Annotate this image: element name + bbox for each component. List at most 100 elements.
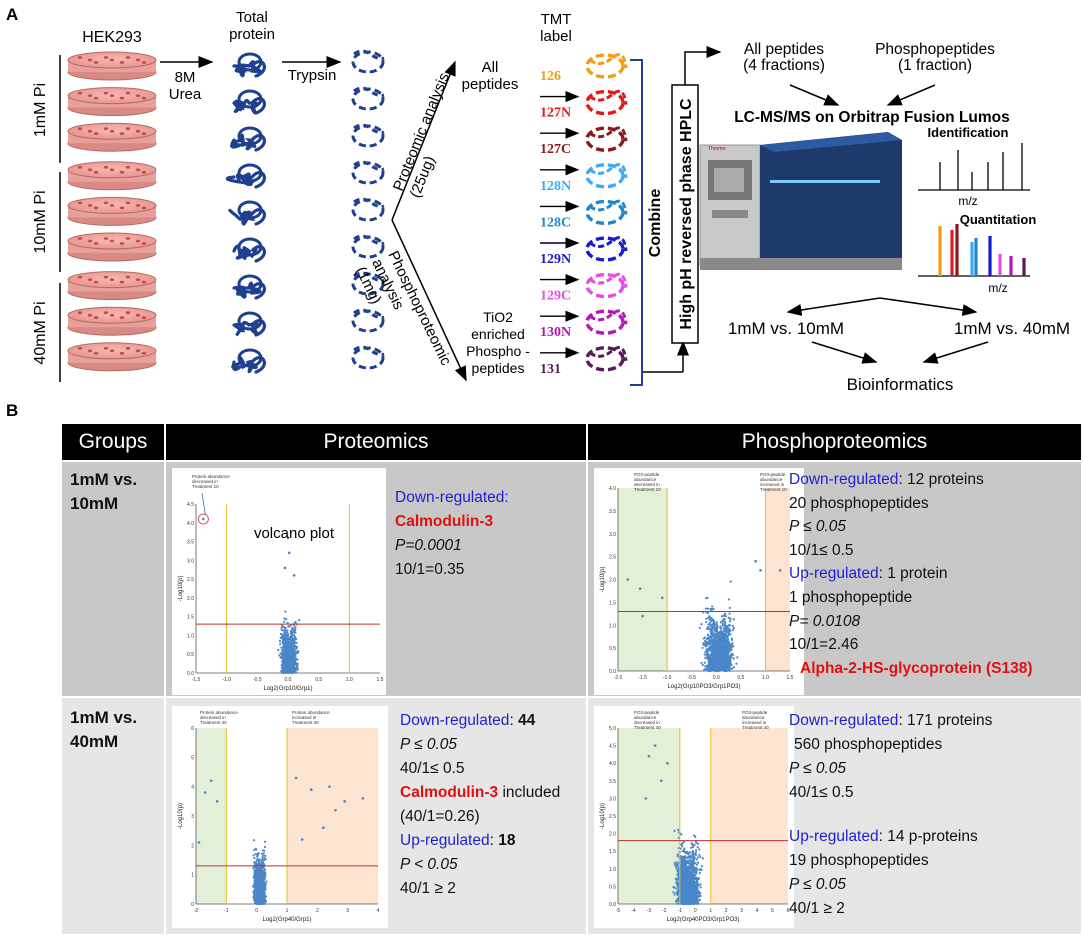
culture-dish <box>67 271 157 301</box>
pvalue-text: P= 0.0108 <box>789 612 861 630</box>
comparison-1mm-40mm: 1mM vs. 40mM <box>954 319 1070 338</box>
pvalue-text: P ≤ 0.05 <box>400 736 458 753</box>
y-tick-label: 2 <box>191 843 194 849</box>
svg-text:Thermo: Thermo <box>708 146 725 152</box>
y-tick-label: 3.5 <box>187 540 194 546</box>
downregulated-count: 44 <box>518 712 536 729</box>
data-points <box>197 776 365 906</box>
peptide-fragments-group <box>351 308 385 333</box>
culture-dish <box>67 51 157 81</box>
x-tick-label: 1.0 <box>346 677 353 683</box>
y-tick-label: 0.5 <box>609 884 616 890</box>
x-tick-label: 6 <box>787 908 790 914</box>
protein-tangle <box>225 163 266 189</box>
data-points <box>644 744 705 906</box>
group-label-10mm: 10mM Pi <box>32 190 49 253</box>
pvalue-text: P=0.0001 <box>395 537 462 554</box>
y-tick-label: 3.0 <box>187 558 194 564</box>
y-tick-label: 4.5 <box>609 744 616 750</box>
ratio-text: 10/1=2.46 <box>789 636 859 654</box>
trypsin-label: Trypsin <box>288 67 337 84</box>
x-tick-label: 0.0 <box>285 677 292 683</box>
cell-line-label: HEK293 <box>82 29 142 46</box>
quantitation-spectrum <box>918 224 1030 277</box>
peptide-fragments-group <box>351 123 385 148</box>
tmt-channel-129C: 129C <box>540 272 628 304</box>
y-tick-label: 4.5 <box>187 502 194 508</box>
peptide-fragments-group <box>351 86 385 111</box>
x-tick-label: 1.5 <box>787 675 794 681</box>
tmt-channel-label: 129N <box>540 252 571 267</box>
x-tick-label: -0.5 <box>253 677 262 683</box>
upregulated-label: Up-regulated <box>789 565 879 583</box>
header-phosphoproteomics: Phosphoproteomics <box>588 424 1081 460</box>
y-tick-label: 1.0 <box>609 867 616 873</box>
pvalue-text: P < 0.05 <box>400 856 458 873</box>
calmodulin-3-label: Calmodulin-3 <box>395 513 494 530</box>
protein-tangle <box>230 126 266 152</box>
y-tick-label: 2.0 <box>609 578 616 584</box>
y-tick-label: 1.5 <box>609 849 616 855</box>
panel-a-label: A <box>6 5 18 24</box>
bioinformatics-label: Bioinformatics <box>847 375 954 394</box>
identification-label: Identification <box>928 125 1009 140</box>
panel-b-label: B <box>6 401 18 420</box>
lcms-label: LC-MS/MS on Orbitrap Fusion Lumos <box>734 109 1010 126</box>
y-tick-label: 4.0 <box>609 486 616 492</box>
phosphopeptides-fractions-label: Phosphopeptides(1 fraction) <box>875 41 995 74</box>
x-tick-label: 4 <box>377 908 380 914</box>
upregulated-count: : 14 p-proteins <box>878 828 978 845</box>
x-tick-label: -2.0 <box>614 675 623 681</box>
peptide-fragments-group <box>351 271 385 296</box>
tmt-channel-label: 127C <box>540 142 571 157</box>
culture-dish <box>67 342 157 372</box>
x-tick-label: -0.5 <box>687 675 696 681</box>
tmt-channel-label: 131 <box>540 362 561 377</box>
data-points <box>202 517 301 675</box>
group-label-row2: 1mM vs. 40mM <box>70 708 138 751</box>
y-tick-label: 2.0 <box>609 832 616 838</box>
x-tick-label: 2 <box>725 908 728 914</box>
tmt-channel-label: 128N <box>540 179 571 194</box>
upregulated-count: : 1 protein <box>878 565 948 583</box>
culture-dish <box>67 161 157 191</box>
protein-tangles <box>225 52 266 374</box>
x-tick-label: -1 <box>224 908 229 914</box>
ratio-text: 40/1 ≥ 2 <box>789 900 845 917</box>
tmt-channel-label: 127N <box>540 106 571 121</box>
y-tick-label: 3 <box>191 814 194 820</box>
upregulated-label: Up-regulated <box>400 832 490 849</box>
phosphopeptide-count: 20 phosphopeptides <box>789 494 929 512</box>
phosphopeptide-count: 560 phosphopeptides <box>794 736 943 753</box>
x-axis-label: Log2(Grp10PO3/Grp1PO3) <box>667 684 740 690</box>
y-tick-label: 1 <box>191 873 194 879</box>
downregulated-label: Down-regulated: <box>395 489 509 506</box>
culture-dish <box>67 87 157 117</box>
y-tick-label: 3.5 <box>609 509 616 515</box>
ratio-text: 40/1≤ 0.5 <box>400 760 465 777</box>
x-tick-label: -1.0 <box>222 677 231 683</box>
ratio-text: 10/1≤ 0.5 <box>789 541 854 559</box>
x-tick-label: 1 <box>709 908 712 914</box>
y-tick-label: 3.0 <box>609 796 616 802</box>
x-tick-label: -2 <box>194 908 199 914</box>
protein-tangle <box>232 274 266 300</box>
all-peptides-fractions-label: All peptides(4 fractions) <box>743 41 825 74</box>
y-tick-label: 2.5 <box>187 577 194 583</box>
protein-tangle <box>232 237 266 263</box>
x-axis-label: Log2(Grp10/Grp1) <box>263 686 312 692</box>
peptide-fragments-group <box>351 345 385 370</box>
peptide-fragments-group <box>351 49 385 74</box>
results-table: Groups Proteomics Phosphoproteomics 1mM … <box>62 424 1081 934</box>
y-tick-label: 5 <box>191 755 194 761</box>
pvalue-text: P ≤ 0.05 <box>789 760 847 777</box>
